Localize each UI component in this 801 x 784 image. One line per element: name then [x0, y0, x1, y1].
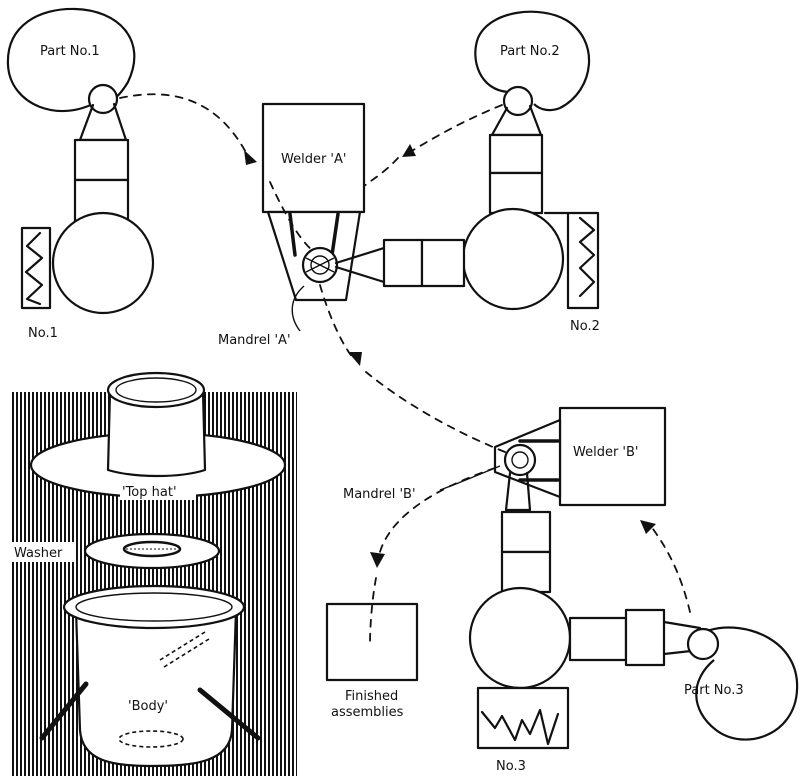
- flow-part3-arrowhead: [640, 520, 656, 534]
- mandrel-a-leader: [291, 285, 305, 332]
- station-3-chute: [504, 471, 532, 512]
- flow-into-finished-box: [369, 577, 377, 646]
- flow-mandrel-b-to-finished: [377, 467, 496, 561]
- part-2-arm-upper: [488, 133, 544, 175]
- body-pin-right: [197, 687, 261, 741]
- flow-paths: [119, 93, 691, 646]
- welder-a: Welder 'A': [261, 102, 366, 302]
- station-3-cam-block: [476, 686, 570, 750]
- part-2-hopper: [474, 10, 590, 112]
- station-2-label: No.2: [570, 319, 600, 334]
- body-opening: [75, 592, 233, 622]
- welder-b-body: [558, 406, 667, 507]
- station-1-base: [51, 211, 155, 315]
- finished-label-line2: assemblies: [331, 705, 404, 720]
- part-3-feed-roller: [686, 627, 720, 661]
- welder-a-label: Welder 'A': [281, 152, 346, 167]
- welder-a-electrode-right: [330, 212, 340, 257]
- station-3-side-arm-end: [624, 608, 666, 667]
- transfer-arm-seg-2: [420, 238, 466, 288]
- body-shell: [74, 608, 238, 768]
- flow-part2-to-welder-a: [409, 104, 503, 153]
- station-3: No.3: [468, 471, 702, 774]
- mandrel-a-callout: Mandrel 'A': [218, 285, 305, 348]
- welder-b: Welder 'B': [493, 406, 667, 507]
- body-rim: [62, 584, 246, 630]
- washer-label: Washer: [14, 546, 63, 561]
- mandrel-a-label: Mandrel 'A': [218, 333, 291, 348]
- top-hat-crown: [106, 390, 207, 478]
- welder-b-label: Welder 'B': [573, 445, 639, 460]
- body-pin-left: [39, 681, 89, 741]
- welder-a-body: [261, 102, 366, 214]
- station-1-cam-profile: [24, 231, 44, 306]
- finished-assemblies-box: [325, 602, 419, 682]
- flow-into-mandrel-a: [269, 181, 313, 251]
- part-2-feeder: Part No.2 No.2: [461, 10, 600, 334]
- part-1-arm-upper: [73, 138, 130, 182]
- station-2-transfer-arm: [334, 238, 466, 288]
- part-2-arm-lower: [488, 171, 544, 215]
- body-label: 'Body': [128, 699, 168, 714]
- body-bottom-slot: [118, 730, 184, 748]
- finished-assemblies: Finished assemblies: [325, 602, 419, 720]
- station-1-label: No.1: [28, 326, 58, 341]
- flow-to-mandrel-b: [365, 371, 506, 453]
- mandrel-b-core: [511, 451, 529, 469]
- station-3-arm-lower: [500, 550, 552, 594]
- part-1-feeder: Part No.1 No.1: [6, 7, 155, 341]
- station-3-side-arm: [568, 616, 628, 662]
- flow-part3-to-welder-b: [649, 524, 691, 613]
- part-2-feed-roller: [502, 85, 534, 117]
- station-2-cam-profile: [578, 216, 596, 298]
- part-1-feed-roller: [87, 83, 119, 115]
- top-hat-rim: [106, 371, 206, 409]
- part-3-feeder: Part No.3: [684, 626, 799, 741]
- top-hat-label-bg: [120, 482, 196, 500]
- mandrel-b-callout: Mandrel 'B': [343, 465, 501, 502]
- part-3-label: Part No.3: [684, 683, 744, 698]
- station-3-arm-upper: [500, 510, 552, 554]
- mandrel-a-spokes: [305, 257, 335, 273]
- body-seam: [159, 631, 210, 668]
- transfer-arm-taper: [334, 246, 386, 284]
- station-3-cam-profile: [480, 708, 560, 746]
- finished-label-line1: Finished: [345, 689, 398, 704]
- part-1-label: Part No.1: [40, 44, 100, 59]
- flow-finished-arrowhead-top: [370, 552, 385, 568]
- flow-part1-to-welder-a: [119, 93, 251, 161]
- station-2-base: [461, 207, 565, 311]
- mandrel-b: [503, 443, 537, 477]
- station-3-label: No.3: [496, 759, 526, 774]
- top-hat-label: 'Top hat': [122, 485, 177, 500]
- top-hat-opening: [115, 377, 197, 403]
- flow-part2-tail: [363, 157, 399, 187]
- station-1-cam-block: [20, 226, 52, 310]
- part-2-label: Part No.2: [500, 44, 560, 59]
- mandrel-a-core: [310, 255, 330, 275]
- mandrel-b-label: Mandrel 'B': [343, 487, 416, 502]
- station-3-base: [468, 586, 572, 690]
- washer-label-bg: [12, 542, 74, 562]
- flow-part1-arrowhead: [244, 150, 257, 165]
- flow-part2-arrowhead: [402, 144, 416, 157]
- flow-mandrel-a-arrowhead: [348, 352, 362, 366]
- parts-illustration-panel: 'Top hat' Washer 'Body': [10, 371, 297, 776]
- transfer-arm-seg-1: [382, 238, 424, 288]
